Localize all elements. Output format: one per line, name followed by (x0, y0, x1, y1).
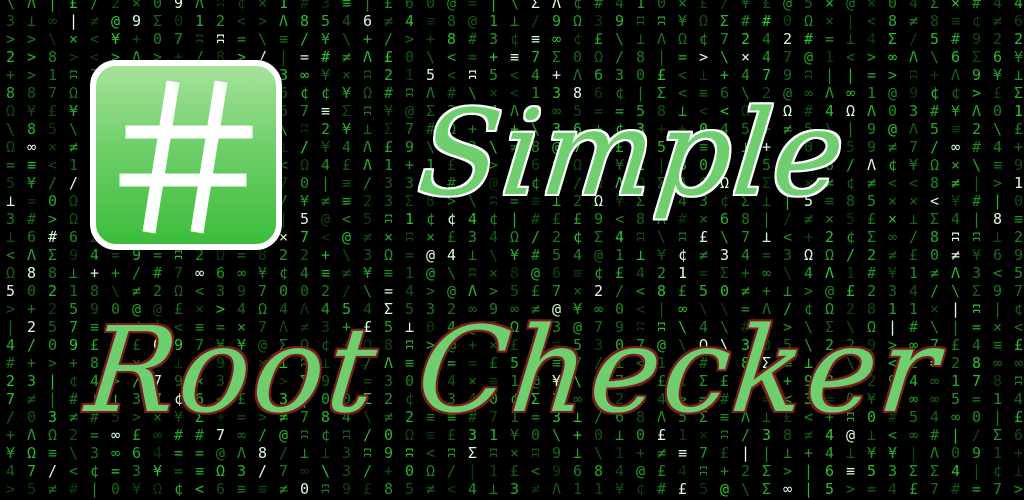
matrix-column: @|⊥<|∞Ω|5/¢85¢/1£2\2\¢0ʭ@⊥≡>7 (845, 0, 859, 500)
matrix-column: ≡4\≠×¥Σ¥4£≡≡<@\≠/5++8∞04ʭ3395 (341, 0, 355, 500)
app-icon (90, 60, 282, 250)
matrix-column: Σ/≡741+\86¢≡#/#@£≠+2∞@Σ=0ʭ<≠8 (530, 0, 544, 500)
matrix-column: /Σ7\+6<49|Ω¢6\3Σ0\\\9£#≡ʭ£+@8 (719, 0, 733, 500)
matrix-column: \⊥¢≡<<Λ+≠3≡=|Ω¥85∞Ω£51¢1¥×£3= (509, 0, 523, 500)
title-simple: Simple (412, 84, 853, 222)
matrix-column: 35¥#¥¢≡2¥4|≠@<+≡243¢⊥908¢⊥\ʭ0 (320, 0, 334, 500)
matrix-column: ×¥Ω=<<⊥+>3Λ4#ʭ¢1£∞\\\1>51≡4£8 (677, 0, 691, 500)
matrix-column: ×≡#6Λ¢¥≡∞×≠¥4ʭ≠Λ\||£215∞|04#+ (950, 0, 964, 500)
matrix-column: 08Σ∞>@0@≠¢<××∞≠¥31|><96#<¥34@ (887, 0, 901, 500)
matrix-column: 5Ω#@ʭ∞#50<×5≠+Ω4>¢\\⊥93<≠+||9 (803, 0, 817, 500)
matrix-column: Σ85\+¢#5/Ω8<Σ80≠/×\7=∞∞4#ΛΣ72 (929, 0, 943, 500)
title-root-checker: Root Checker (80, 301, 948, 439)
matrix-column: \3>2+8Ω\Ω=5⊥3⊥<Ω5>|4#27/+¥4>1 (5, 0, 19, 500)
matrix-column: =@#=ʭ\¥+3||\43⊥ʭΛ∞@+=×4#3Σ|4+ (467, 0, 481, 500)
hash-icon (119, 80, 253, 234)
matrix-column: #¢9Σ9>Λ2#\|#|ʭ¥3Σʭ=487=0/9|=Λ (971, 0, 985, 500)
matrix-column: 4≠26¥£0\4≡>|8⊥6<9|×≡∞81|Σ1¢79 (992, 0, 1006, 500)
matrix-column: 0ʭΛ|£Σ8+5|Σ<Λ\¥28|ʭ@1£4Λ£≠£#⊥ (656, 0, 670, 500)
matrix-column: 0≡+\5ΛΣ#\1Σ8¢×@@>30>∞2ʭ≡≡<Ω≠2 (425, 0, 439, 500)
matrix-column: 49\/3¢=¢£¥Λ¥<41£/090⊥726⊥14¥6 (614, 0, 628, 500)
matrix-column: £Ω¢>⊥≡<0≡063×£≠=5\4Ω#Σ=Σ×7ʭ50 (698, 0, 712, 500)
matrix-column: @88<<#3Ω×£#>¢£4\@24@=43≡£ʭ/<8 (446, 0, 460, 500)
